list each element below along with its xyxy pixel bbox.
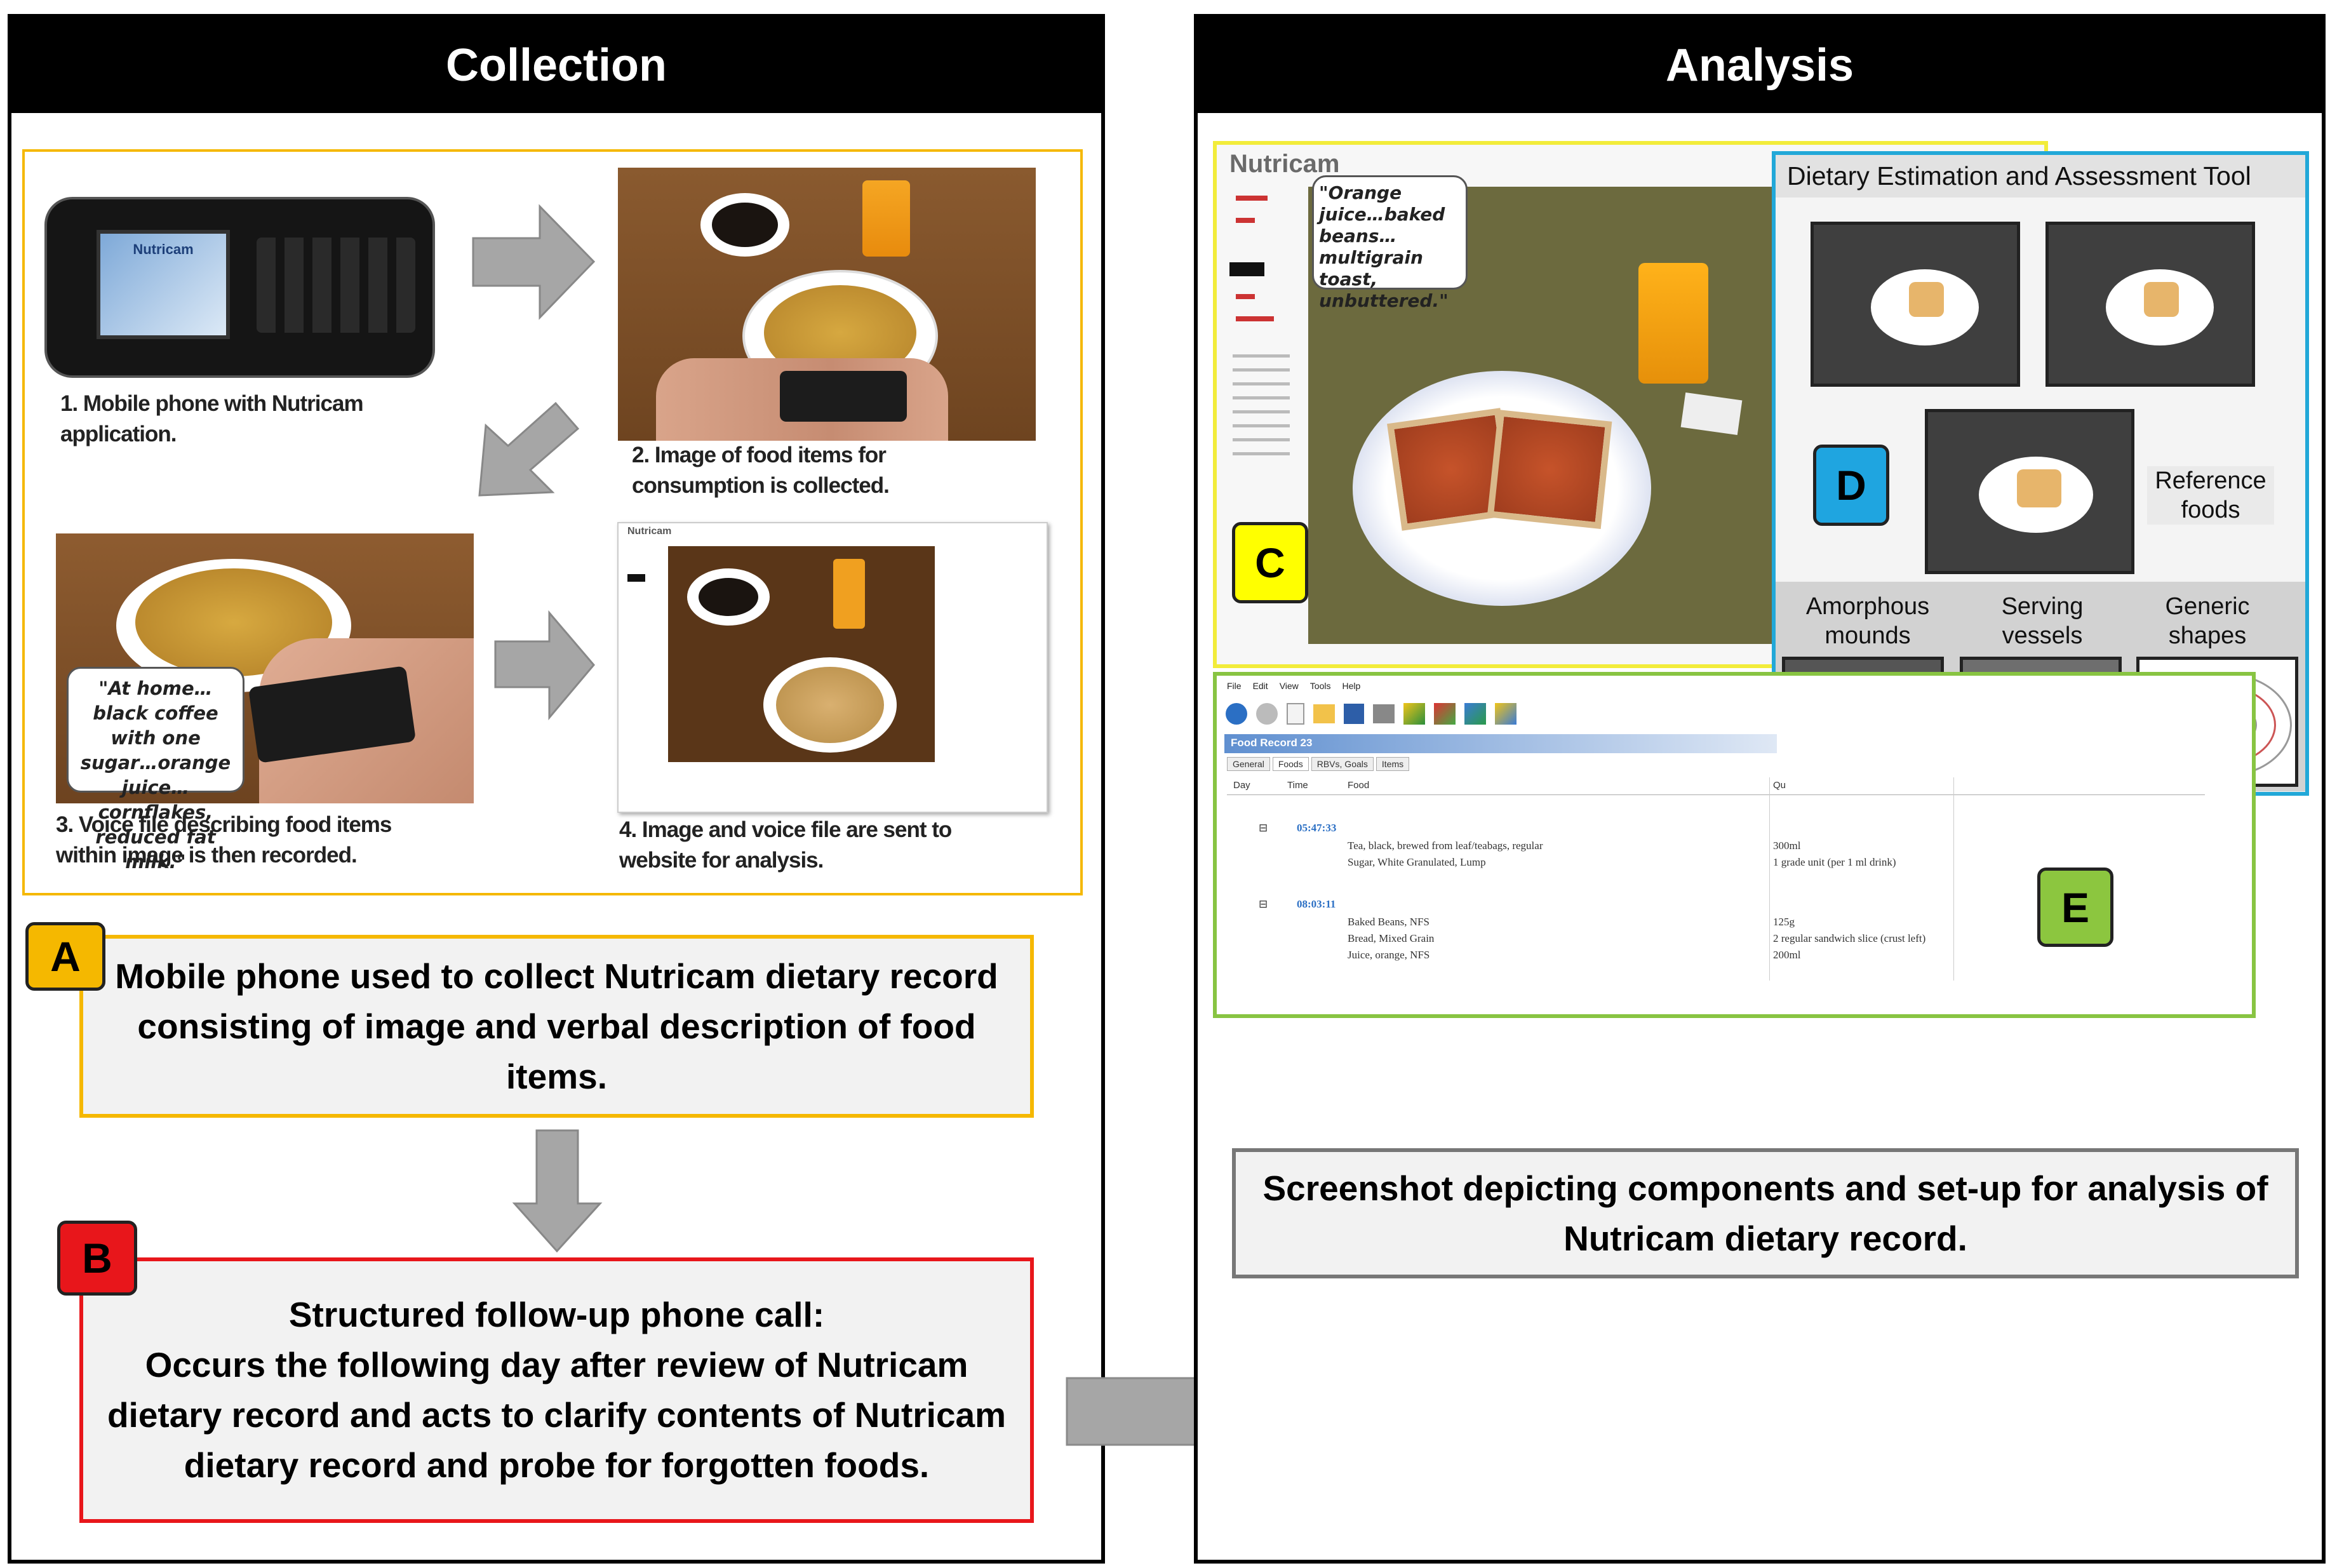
food-cell: Juice, orange, NFS <box>1348 949 1430 961</box>
food-cell: Sugar, White Granulated, Lump <box>1348 856 1486 868</box>
website-food-photo <box>668 546 935 762</box>
reference-food-thumbnail <box>2045 222 2255 387</box>
box-b-text: Occurs the following day after review of… <box>107 1345 1007 1485</box>
food-record-window: File Edit View Tools Help Food Record 23… <box>1213 672 2256 1018</box>
qty-cell: 125g <box>1773 916 1795 928</box>
app-food-photo <box>1308 187 1804 644</box>
col-qty: Qu <box>1773 780 1786 791</box>
step-2-caption: 2. Image of food items for consumption i… <box>632 443 890 498</box>
col-food: Food <box>1348 780 1370 791</box>
record-tabs: General Foods RBVs, Goals Items <box>1227 757 1410 771</box>
group-time: 05:47:33 <box>1297 822 1337 834</box>
category-generic-label: Generic shapes <box>2165 593 2250 649</box>
reference-food-thumbnail <box>1925 409 2134 574</box>
badge-d: D <box>1813 445 1889 526</box>
back-icon[interactable] <box>1226 703 1247 725</box>
record-table-header: Day Time Food Qu <box>1227 777 2205 795</box>
qty-cell: 2 regular sandwich slice (crust left) <box>1773 932 1926 944</box>
box-b-description: Structured follow-up phone call: Occurs … <box>79 1257 1034 1523</box>
arrow-right-icon <box>472 204 596 320</box>
app-quote-bubble: "Orange juice…baked beans… multigrain to… <box>1312 175 1468 311</box>
phone-app-name: Nutricam <box>133 241 194 257</box>
deat-title: Dietary Estimation and Assessment Tool <box>1776 155 2305 198</box>
badge-e: E <box>2037 868 2113 947</box>
record-title-bar: Food Record 23 <box>1224 734 1777 753</box>
forward-icon[interactable] <box>1256 703 1278 725</box>
menu-view[interactable]: View <box>1279 681 1299 691</box>
analysis-title: Analysis <box>1198 18 2322 113</box>
tab-items[interactable]: Items <box>1376 757 1410 771</box>
food-photo <box>618 168 1036 441</box>
sync-icon[interactable] <box>1464 703 1486 725</box>
website-title: Nutricam <box>627 526 672 537</box>
menu-help[interactable]: Help <box>1342 681 1361 691</box>
analysis-caption: Screenshot depicting components and set-… <box>1262 1168 2268 1258</box>
save-icon[interactable] <box>1344 704 1364 724</box>
arrow-down-left-icon <box>478 401 580 497</box>
reference-food-thumbnail <box>1811 222 2020 387</box>
menu-tools[interactable]: Tools <box>1309 681 1331 691</box>
badge-b: B <box>57 1221 137 1296</box>
category-amorphous-label: Amorphous mounds <box>1805 593 1930 649</box>
tab-foods[interactable]: Foods <box>1272 757 1309 771</box>
app-sidebar <box>1229 183 1306 456</box>
print-icon[interactable] <box>1373 704 1395 723</box>
col-time: Time <box>1287 780 1308 791</box>
analysis-caption-box: Screenshot depicting components and set-… <box>1232 1148 2299 1278</box>
phone-screen: Nutricam <box>97 230 230 339</box>
tab-rbvs-goals[interactable]: RBVs, Goals <box>1311 757 1374 771</box>
reference-foods-label: Reference foods <box>2147 466 2274 525</box>
box-a-description: Mobile phone used to collect Nutricam di… <box>79 935 1034 1118</box>
arrow-right-icon <box>494 610 595 721</box>
export-icon[interactable] <box>1495 703 1517 725</box>
record-group: ⊟ 08:03:11 Baked Beans, NFS 125g Bread, … <box>1227 898 2205 974</box>
orange-juice-glass <box>862 180 910 257</box>
badge-c: C <box>1232 522 1308 603</box>
record-toolbar <box>1226 699 1530 729</box>
menu-edit[interactable]: Edit <box>1252 681 1268 691</box>
qty-cell: 300ml <box>1773 840 1801 852</box>
record-title: Food Record 23 <box>1231 737 1313 749</box>
qty-cell: 1 grade unit (per 1 ml drink) <box>1773 856 1896 868</box>
collection-title: Collection <box>11 18 1101 113</box>
box-a-text: Mobile phone used to collect Nutricam di… <box>115 956 998 1096</box>
voice-quote-bubble: "At home…black coffee with one sugar…ora… <box>67 667 244 873</box>
juice-glass <box>1638 263 1708 384</box>
menu-file[interactable]: File <box>1227 681 1242 691</box>
arrow-down-icon <box>512 1129 603 1253</box>
new-icon[interactable] <box>1287 703 1304 725</box>
food-cell: Baked Beans, NFS <box>1348 916 1429 928</box>
expand-icon[interactable]: ⊟ <box>1259 898 1268 910</box>
category-serving-label: Serving vessels <box>2001 593 2084 649</box>
tools-icon[interactable] <box>1434 703 1456 725</box>
step-3-caption: 3. Voice file describing food items with… <box>56 812 392 868</box>
step-1-caption: 1. Mobile phone with Nutricam applicatio… <box>60 391 364 446</box>
phone-image: Nutricam <box>44 197 435 378</box>
expand-icon[interactable]: ⊟ <box>1259 822 1268 834</box>
box-b-title: Structured follow-up phone call: <box>288 1295 825 1334</box>
phone-keypad <box>257 238 415 333</box>
app-title: Nutricam <box>1229 150 1340 178</box>
col-day: Day <box>1233 780 1250 791</box>
wand-icon[interactable] <box>1403 703 1425 725</box>
website-screenshot: Nutricam <box>617 522 1048 813</box>
group-time: 08:03:11 <box>1297 898 1336 910</box>
record-menu-bar: File Edit View Tools Help <box>1227 681 1417 696</box>
food-cell: Tea, black, brewed from leaf/teabags, re… <box>1348 840 1543 852</box>
tab-general[interactable]: General <box>1227 757 1270 771</box>
badge-a: A <box>25 922 105 991</box>
qty-cell: 200ml <box>1773 949 1801 961</box>
step-4-caption: 4. Image and voice file are sent to webs… <box>619 817 952 873</box>
record-group: ⊟ 05:47:33 Tea, black, brewed from leaf/… <box>1227 822 2205 885</box>
open-icon[interactable] <box>1313 704 1335 723</box>
food-cell: Bread, Mixed Grain <box>1348 932 1435 944</box>
